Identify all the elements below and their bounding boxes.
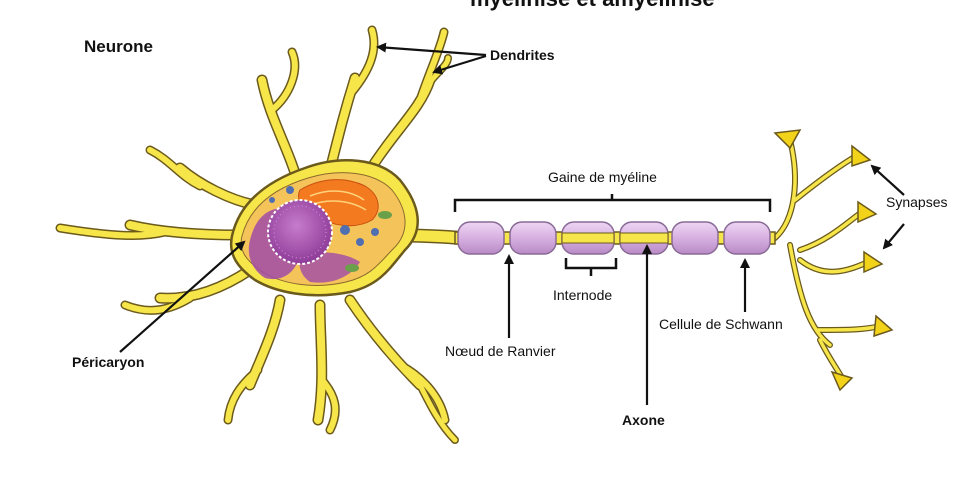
- synapse-terminal: [873, 314, 894, 338]
- dendrites-arrow-1: [376, 42, 487, 57]
- synapses-arrow-1: [870, 164, 905, 196]
- myelin-segment-cut: [561, 221, 615, 255]
- cell-body: [229, 159, 419, 297]
- pericaryon-arrow: [119, 240, 246, 353]
- myelin-segment: [457, 221, 505, 255]
- myelin-bracket: [453, 194, 772, 212]
- internode-bracket: [564, 258, 618, 276]
- header-text: myélinisé et amyélinisé: [470, 0, 715, 11]
- synapse-terminal: [857, 200, 878, 224]
- synapses-arrow-2: [882, 223, 905, 250]
- gaine-label: Gaine de myéline: [548, 169, 657, 185]
- axon: [454, 221, 776, 255]
- synapse-terminals: [773, 129, 894, 392]
- diagram-title: Neurone: [84, 37, 153, 56]
- dendrites-fill: [57, 27, 882, 443]
- pericaryon-label: Péricaryon: [72, 354, 144, 370]
- synapse-terminal: [773, 129, 802, 150]
- synapses-label: Synapses: [886, 194, 947, 210]
- synapse-terminal: [851, 144, 872, 168]
- axone-label: Axone: [622, 412, 665, 428]
- ranvier-label: Nœud de Ranvier: [445, 343, 556, 359]
- myelin-segment: [509, 221, 557, 255]
- myelin-segment: [723, 221, 771, 255]
- synapse-terminal: [863, 250, 884, 274]
- synapse-terminal: [830, 370, 854, 392]
- myelin-segment-cut: [619, 221, 669, 255]
- internode-label: Internode: [553, 287, 612, 303]
- schwann-label: Cellule de Schwann: [659, 316, 783, 332]
- dendrites-label: Dendrites: [490, 47, 555, 63]
- myelin-segment: [671, 221, 719, 255]
- dendrites-arrow-2: [432, 54, 487, 75]
